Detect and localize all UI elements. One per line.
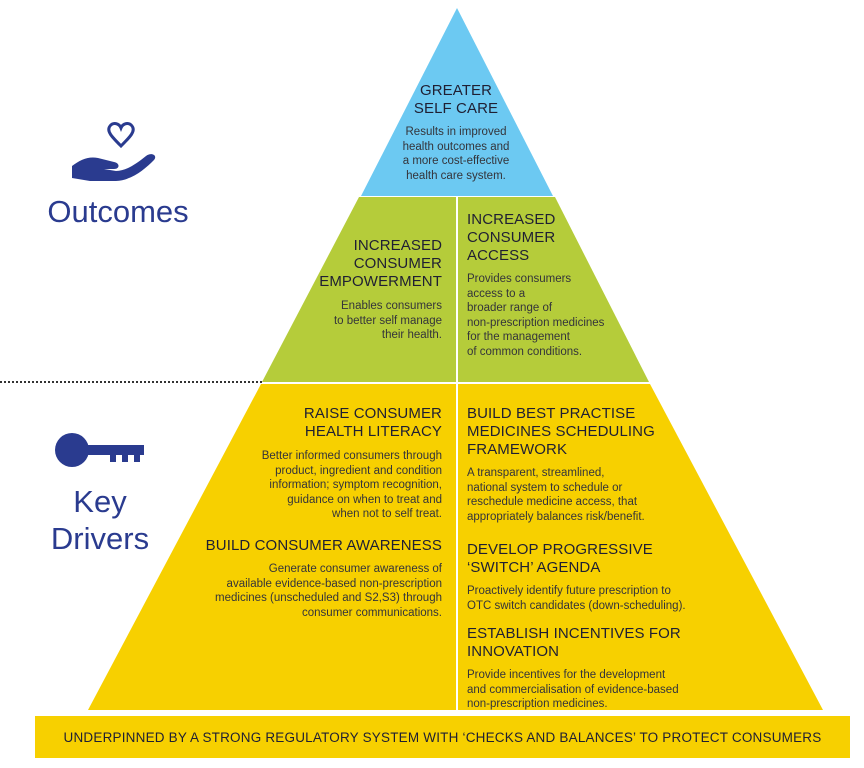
title-line: ESTABLISH INCENTIVES FOR INNOVATION (467, 625, 681, 660)
body-line: appropriately balances risk/benefit. (467, 510, 645, 523)
body-line: when not to self treat. (332, 508, 442, 520)
key-drivers-line1: Key (73, 484, 127, 519)
scheduling-framework-block: BUILD BEST PRACTISE MEDICINES SCHEDULING… (467, 405, 697, 524)
incentives-innovation-block: ESTABLISH INCENTIVES FOR INNOVATION Prov… (467, 625, 777, 712)
health-literacy-block: RAISE CONSUMER HEALTH LITERACY Better in… (232, 405, 442, 522)
body-line: for the management (467, 331, 570, 343)
body-line: available evidence-based non-prescriptio… (226, 577, 442, 590)
consumer-awareness-block: BUILD CONSUMER AWARENESS Generate consum… (192, 537, 442, 620)
consumer-empowerment-title: INCREASED CONSUMER EMPOWERMENT (270, 237, 442, 291)
body-line: a more cost-effective (402, 155, 510, 167)
greater-self-care-block: GREATER SELF CARE Results in improved he… (376, 82, 536, 183)
consumer-awareness-title: BUILD CONSUMER AWARENESS (192, 537, 442, 555)
body-line: their health. (381, 329, 442, 341)
title-line: FRAMEWORK (467, 441, 568, 458)
body-line: Provide incentives for the development (467, 669, 666, 681)
body-line: A transparent, streamlined, (467, 467, 605, 479)
top-tier-shape (361, 8, 553, 196)
body-line: of common conditions. (467, 345, 583, 358)
title-line: RAISE CONSUMER (303, 405, 442, 422)
switch-agenda-title: DEVELOP PROGRESSIVE ‘SWITCH’ AGENDA (467, 541, 717, 577)
body-line: and commercialisation of evidence-based (467, 683, 679, 696)
key-drivers-label: Key Drivers (20, 483, 180, 557)
title-line: MEDICINES SCHEDULING (467, 423, 655, 440)
key-icon (55, 433, 144, 467)
consumer-access-block: INCREASED CONSUMER ACCESS Provides consu… (467, 211, 647, 359)
regulatory-foundation-text: UNDERPINNED BY A STRONG REGULATORY SYSTE… (63, 729, 822, 745)
middle-tier-shape (262, 197, 649, 382)
title-line: ‘SWITCH’ AGENDA (467, 559, 601, 576)
body-line: Better informed consumers through (261, 450, 442, 462)
title-line: DEVELOP PROGRESSIVE (467, 541, 653, 558)
hand-holding-heart-icon (72, 122, 156, 181)
body-line: reschedule medicine access, that (467, 496, 638, 508)
outcomes-label: Outcomes (47, 194, 189, 229)
body-line: health outcomes and (402, 140, 510, 153)
title-line: GREATER (419, 82, 493, 99)
key-drivers-line2: Drivers (50, 521, 150, 556)
title-line: CONSUMER (467, 229, 556, 246)
greater-self-care-description: Results in improved health outcomes and … (376, 125, 536, 183)
scheduling-framework-description: A transparent, streamlined, national sys… (467, 466, 697, 524)
body-line: OTC switch candidates (down-scheduling). (467, 599, 686, 612)
health-literacy-title: RAISE CONSUMER HEALTH LITERACY (232, 405, 442, 441)
consumer-empowerment-description: Enables consumers to better self manage … (270, 299, 442, 343)
switch-agenda-description: Proactively identify future prescription… (467, 584, 717, 613)
title-line: INCREASED (467, 211, 556, 228)
greater-self-care-title: GREATER SELF CARE (376, 82, 536, 118)
title-line: BUILD BEST PRACTISE (467, 405, 636, 422)
body-line: non-prescription medicines. (467, 698, 608, 710)
body-line: Enables consumers (341, 300, 442, 312)
title-line: ACCESS (467, 247, 530, 264)
body-line: consumer communications. (302, 606, 442, 619)
title-line: HEALTH LITERACY (304, 423, 442, 440)
body-line: medicines (unscheduled and S2,S3) throug… (215, 592, 442, 604)
incentives-innovation-description: Provide incentives for the development a… (467, 668, 777, 712)
consumer-access-title: INCREASED CONSUMER ACCESS (467, 211, 647, 265)
body-line: health care system. (406, 169, 506, 182)
body-line: Results in improved (405, 126, 507, 138)
section-divider (0, 381, 262, 383)
body-line: access to a (467, 287, 526, 300)
title-line: SELF CARE (413, 100, 499, 117)
body-line: national system to schedule or (467, 481, 623, 494)
incentives-innovation-title: ESTABLISH INCENTIVES FOR INNOVATION (467, 625, 777, 661)
body-line: non-prescription medicines (467, 316, 605, 329)
scheduling-framework-title: BUILD BEST PRACTISE MEDICINES SCHEDULING… (467, 405, 697, 459)
body-line: Provides consumers (467, 273, 572, 285)
title-line: BUILD CONSUMER AWARENESS (205, 537, 442, 554)
body-line: information; symptom recognition, (269, 479, 442, 491)
title-line: EMPOWERMENT (319, 273, 442, 290)
body-line: Generate consumer awareness of (268, 563, 442, 575)
body-line: broader range of (467, 302, 553, 314)
switch-agenda-block: DEVELOP PROGRESSIVE ‘SWITCH’ AGENDA Proa… (467, 541, 717, 613)
consumer-awareness-description: Generate consumer awareness of available… (192, 562, 442, 620)
title-line: CONSUMER (353, 255, 442, 272)
body-line: Proactively identify future prescription… (467, 585, 671, 597)
consumer-empowerment-block: INCREASED CONSUMER EMPOWERMENT Enables c… (270, 237, 442, 343)
consumer-access-description: Provides consumers access to a broader r… (467, 272, 647, 359)
body-line: to better self manage (333, 314, 442, 327)
bottom-tier-shape (88, 384, 823, 710)
body-line: product, ingredient and condition (275, 464, 442, 477)
title-line: INCREASED (353, 237, 442, 254)
body-line: guidance on when to treat and (287, 493, 442, 506)
regulatory-foundation-bar: UNDERPINNED BY A STRONG REGULATORY SYSTE… (35, 716, 850, 758)
health-literacy-description: Better informed consumers through produc… (232, 449, 442, 522)
